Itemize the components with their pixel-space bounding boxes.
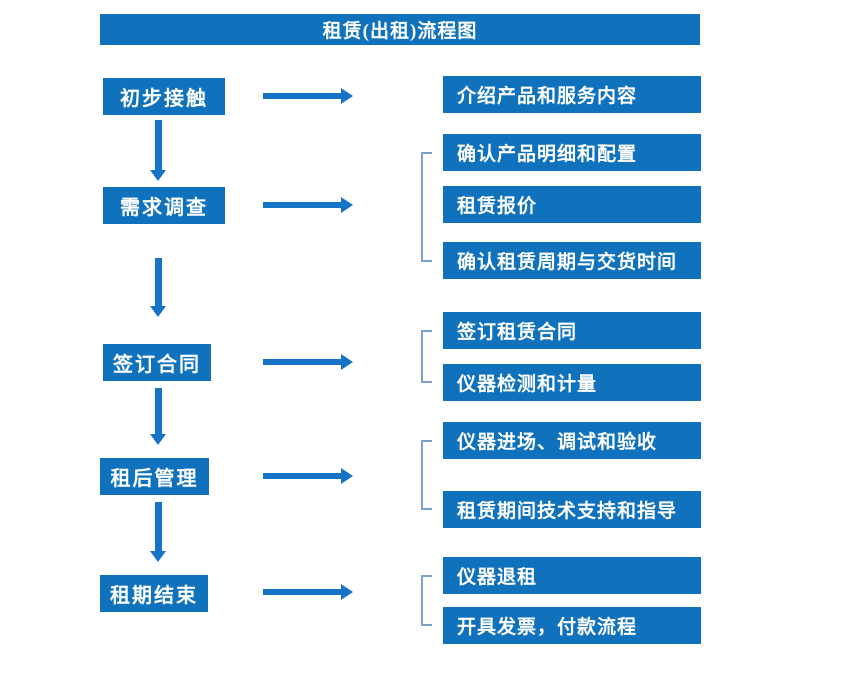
arrow-head (150, 306, 166, 317)
step-box-post-rental-management: 租后管理 (100, 458, 209, 495)
arrow-head (150, 551, 166, 562)
step-box-rental-end: 租期结束 (100, 575, 208, 612)
output-box-sign-rental-contract: 签订租赁合同 (443, 312, 701, 349)
right-arrow-icon (263, 468, 353, 484)
arrow-shaft (263, 202, 342, 208)
output-box-technical-support: 租赁期间技术支持和指导 (443, 491, 701, 528)
down-arrow-icon (150, 120, 167, 181)
arrow-head (341, 354, 353, 370)
group-bracket-icon (421, 440, 432, 510)
arrow-head (150, 434, 166, 445)
arrow-head (150, 170, 166, 181)
arrow-head (341, 197, 353, 213)
right-arrow-icon (263, 88, 353, 104)
output-box-confirm-product-details: 确认产品明细和配置 (443, 134, 701, 171)
arrow-head (341, 88, 353, 104)
arrow-shaft (155, 120, 162, 171)
arrow-shaft (263, 473, 342, 479)
output-box-rental-quote: 租赁报价 (443, 186, 701, 223)
arrow-shaft (263, 93, 342, 99)
group-bracket-icon (421, 575, 432, 626)
arrow-shaft (155, 258, 162, 307)
arrow-shaft (155, 502, 162, 552)
group-bracket-icon (421, 330, 432, 383)
arrow-shaft (263, 359, 342, 365)
output-box-instrument-testing: 仪器检测和计量 (443, 364, 701, 401)
output-box-instrument-setup-acceptance: 仪器进场、调试和验收 (443, 422, 701, 459)
down-arrow-icon (150, 388, 167, 445)
output-box-invoice-payment: 开具发票，付款流程 (443, 607, 701, 644)
right-arrow-icon (263, 584, 353, 600)
output-box-introduce-products: 介绍产品和服务内容 (443, 76, 701, 113)
group-bracket-icon (421, 152, 432, 262)
down-arrow-icon (150, 502, 167, 562)
arrow-shaft (155, 388, 162, 435)
arrow-head (341, 584, 353, 600)
step-box-demand-survey: 需求调查 (103, 187, 225, 224)
step-box-initial-contact: 初步接触 (103, 78, 225, 115)
output-box-instrument-return: 仪器退租 (443, 557, 701, 594)
step-box-sign-contract: 签订合同 (103, 344, 211, 381)
right-arrow-icon (263, 197, 353, 213)
arrow-head (341, 468, 353, 484)
output-box-confirm-period-delivery: 确认租赁周期与交货时间 (443, 242, 701, 279)
down-arrow-icon (150, 258, 167, 317)
flowchart-title: 租赁(出租)流程图 (100, 14, 700, 45)
right-arrow-icon (263, 354, 353, 370)
arrow-shaft (263, 589, 342, 595)
